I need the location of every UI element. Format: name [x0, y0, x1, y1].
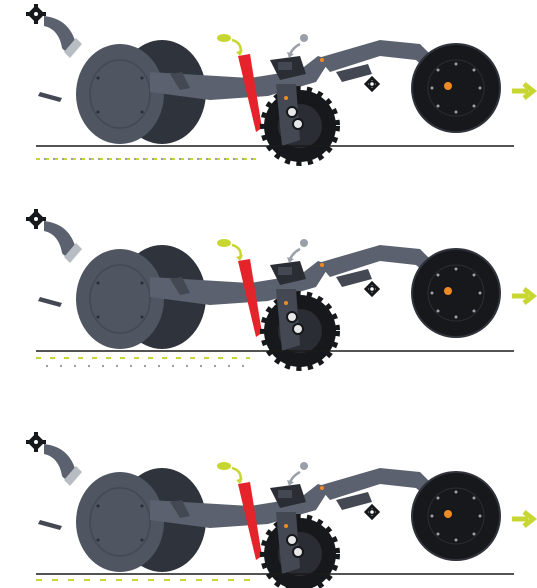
deposit-pattern-row-2: [36, 357, 250, 367]
planter-row-3: [26, 432, 533, 588]
planter-row-2: [26, 209, 533, 367]
planter-row-1: [26, 4, 533, 162]
